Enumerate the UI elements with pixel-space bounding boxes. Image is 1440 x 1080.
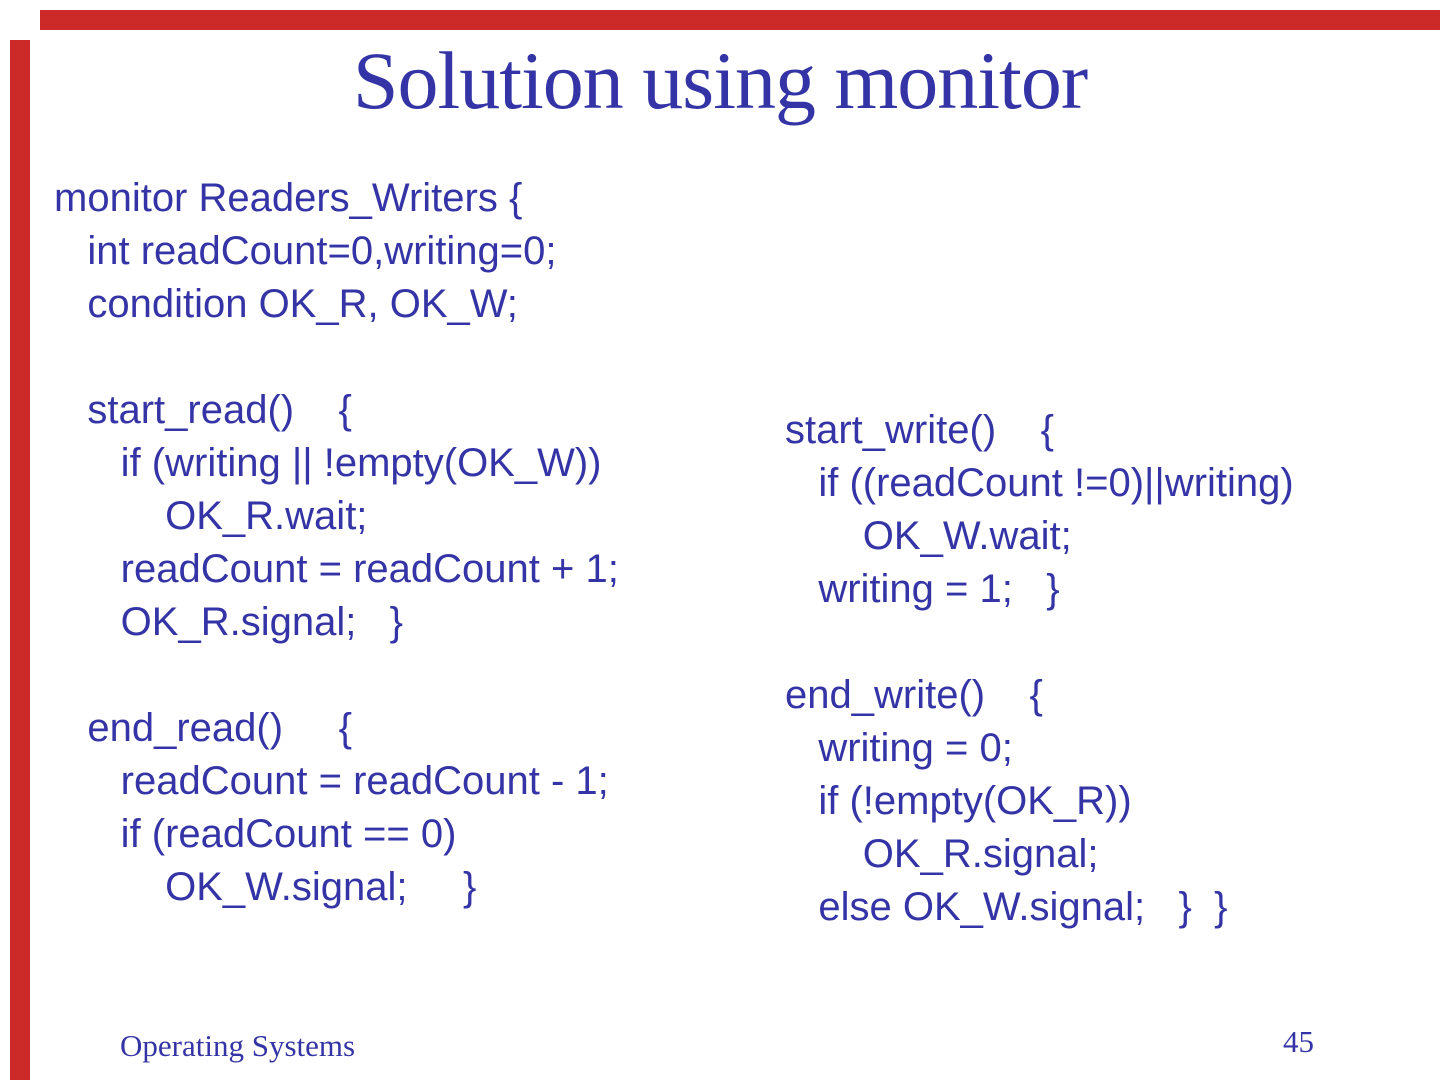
code-line: if ((readCount !=0)||writing) (785, 461, 1294, 505)
code-line: writing = 0; (785, 726, 1013, 770)
code-line (54, 331, 619, 384)
left-border-bar (10, 40, 30, 1080)
code-line: OK_R.wait; (54, 494, 368, 538)
code-line: writing = 1; } (785, 567, 1060, 611)
code-column-left: monitor Readers_Writers { int readCount=… (54, 172, 619, 914)
code-line (785, 616, 1294, 669)
slide-title: Solution using monitor (352, 35, 1088, 126)
code-line (54, 649, 619, 702)
code-line: OK_W.signal; } (54, 865, 477, 909)
footer-page-number: 45 (1283, 1024, 1314, 1059)
code-line: if (readCount == 0) (54, 812, 457, 856)
code-line: if (!empty(OK_R)) (785, 779, 1132, 823)
code-line: end_write() { (785, 673, 1043, 717)
footer-course-label: Operating Systems (120, 1028, 356, 1063)
code-line: start_write() { (785, 408, 1054, 452)
code-line: int readCount=0,writing=0; (54, 229, 557, 273)
code-line: end_read() { (54, 706, 352, 750)
code-line: readCount = readCount + 1; (54, 547, 619, 591)
code-line: condition OK_R, OK_W; (54, 282, 518, 326)
code-line: monitor Readers_Writers { (54, 176, 523, 220)
code-line: start_read() { (54, 388, 352, 432)
code-line: OK_W.wait; (785, 514, 1072, 558)
code-line: else OK_W.signal; } } (785, 885, 1228, 929)
code-line: readCount = readCount - 1; (54, 759, 609, 803)
code-line: OK_R.signal; (785, 832, 1099, 876)
code-line: if (writing || !empty(OK_W)) (54, 441, 602, 485)
top-border-bar (40, 10, 1440, 30)
code-line: OK_R.signal; } (54, 600, 404, 644)
code-column-right: start_write() { if ((readCount !=0)||wri… (785, 404, 1294, 934)
